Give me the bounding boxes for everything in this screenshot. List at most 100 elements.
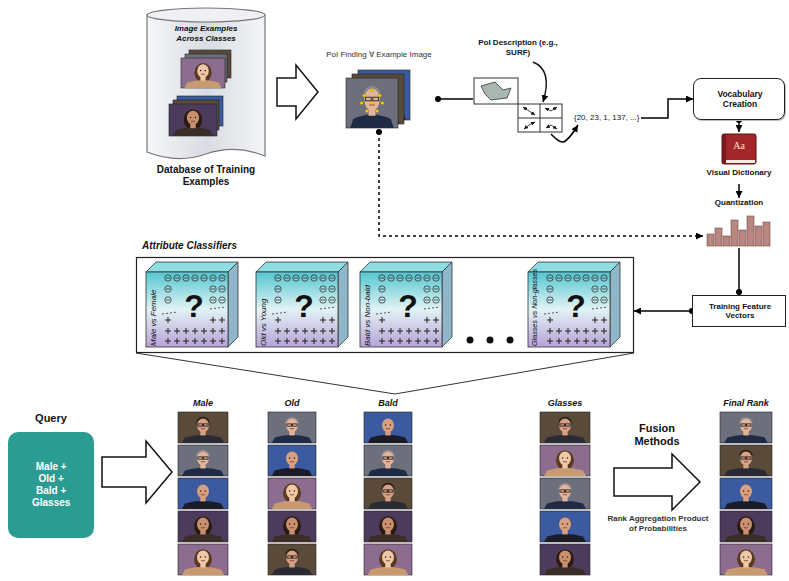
face	[382, 452, 394, 466]
negative-sample	[330, 289, 334, 290]
positive-sample	[174, 338, 180, 344]
face	[382, 518, 394, 532]
decision-boundary	[592, 307, 608, 309]
eye	[200, 556, 202, 558]
positive-sample	[320, 317, 326, 323]
positive-sample	[379, 338, 385, 344]
negative-sample	[556, 275, 562, 281]
negative-sample	[330, 278, 334, 279]
shoulders	[544, 501, 586, 509]
negative-sample	[166, 300, 170, 301]
hair	[283, 516, 301, 536]
connector-line	[641, 99, 693, 118]
photo-ground	[720, 445, 772, 476]
face	[197, 551, 209, 565]
connector-line	[634, 310, 692, 312]
positive-sample	[293, 328, 299, 334]
negative-sample	[397, 275, 403, 281]
negative-sample	[574, 275, 580, 281]
histogram-bar	[747, 216, 754, 246]
positive-sample	[210, 317, 216, 323]
eye	[294, 457, 296, 459]
positive-sample	[275, 317, 281, 323]
face-photo	[178, 445, 228, 476]
positive-sample	[275, 338, 281, 344]
negative-sample	[434, 278, 438, 279]
face-photo	[178, 412, 228, 443]
eye	[200, 490, 202, 492]
decision-boundary	[272, 312, 288, 314]
node-label: Vocabulary Creation	[710, 89, 770, 109]
negative-sample	[584, 278, 588, 279]
positive-sample	[424, 338, 430, 344]
negative-sample	[592, 275, 598, 281]
shoulders	[272, 435, 312, 443]
negative-sample	[302, 275, 308, 281]
negative-sample	[548, 278, 552, 279]
face	[559, 485, 571, 499]
descriptor-grid	[518, 104, 562, 132]
positive-sample	[210, 338, 216, 344]
eye	[289, 523, 291, 525]
mouth	[290, 560, 294, 561]
poi-dot	[360, 101, 363, 104]
poi-descriptor: PoI Description (e.g., SURF)	[473, 38, 563, 134]
positive-sample	[406, 338, 412, 344]
shoulders	[544, 534, 586, 542]
negative-sample	[183, 275, 189, 281]
negative-sample	[175, 278, 179, 279]
face	[559, 452, 571, 466]
shoulders	[544, 567, 586, 575]
shoulders	[724, 435, 768, 443]
negative-sample	[557, 278, 561, 279]
eye	[567, 523, 569, 525]
poi-dot	[370, 88, 373, 91]
positive-sample	[601, 317, 607, 323]
eye	[294, 490, 296, 492]
connector	[614, 454, 700, 510]
mouth	[290, 428, 294, 429]
negative-sample	[416, 278, 420, 279]
positive-sample	[329, 328, 335, 334]
mouth	[563, 461, 567, 462]
photo-ground	[720, 412, 772, 443]
negative-sample	[174, 275, 180, 281]
face	[286, 485, 298, 499]
shoulders	[724, 534, 768, 542]
photo-ground	[178, 478, 228, 509]
negative-sample	[320, 275, 326, 281]
negative-sample	[210, 286, 216, 292]
negative-sample	[601, 275, 607, 281]
negative-sample	[276, 300, 280, 301]
node-label: {20, 23, 1, 137, ...}	[574, 113, 639, 123]
positive-sample	[415, 328, 421, 334]
negative-sample	[425, 278, 429, 279]
node-label: PoI Finding ∀ Example Image	[320, 50, 438, 60]
photo-ground	[364, 544, 412, 575]
face-photo	[364, 445, 412, 476]
glasses	[389, 490, 393, 492]
hair	[737, 549, 755, 569]
eye	[385, 523, 387, 525]
block-arrow	[614, 454, 700, 510]
process-box: Training Feature Vectors	[692, 295, 786, 327]
negative-sample	[424, 286, 430, 292]
node-art	[538, 398, 592, 578]
mouth	[386, 560, 390, 561]
positive-sample	[601, 338, 607, 344]
classifier-panel: Attribute ClassifiersMale vs Female?Old …	[136, 240, 634, 353]
hair	[194, 549, 212, 569]
shoulders	[350, 115, 394, 129]
ellipsis-dot	[487, 337, 494, 344]
positive-sample	[302, 338, 308, 344]
negative-sample	[406, 275, 412, 281]
face-photo	[268, 478, 316, 509]
connector	[102, 441, 172, 503]
negative-sample	[329, 286, 335, 292]
face-photo	[720, 412, 772, 443]
photo-ground	[720, 544, 772, 575]
classifier-cube: Old vs Young?	[256, 262, 348, 348]
decision-boundary	[320, 307, 336, 309]
positive-sample	[388, 328, 394, 334]
mouth	[563, 494, 567, 495]
